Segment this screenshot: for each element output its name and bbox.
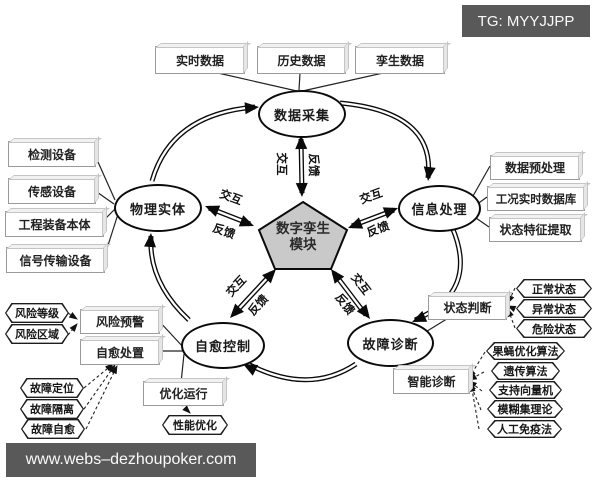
box-realtime-data: 实时数据 (155, 46, 245, 74)
hex-risk-level-label: 风险等级 (15, 308, 59, 320)
box-history-data-label: 历史数据 (277, 53, 326, 68)
hex-normal-state: 正常状态 (516, 279, 592, 298)
hex-performance-optimization: 性能优化 (162, 415, 228, 435)
hex-abnormal-state: 异常状态 (516, 299, 592, 318)
box-detection-equipment-label: 检测设备 (27, 147, 76, 162)
site-url: www.webs–dezhoupoker.com (6, 443, 256, 477)
box-sensing-equipment-label: 传感设备 (27, 184, 76, 199)
pentagon-label: 数字孪生 模块 (265, 221, 341, 253)
box-self-healing-disposal: 自愈处置 (80, 339, 160, 365)
box-state-feature-extraction-label: 状态特征提取 (499, 223, 572, 237)
hex-fruit-fly-optimization-algorithm-label: 果蝇优化算法 (492, 346, 559, 358)
box-realtime-condition-database-label: 工况实时数据库 (495, 193, 577, 206)
box-intelligent-diagnosis-label: 智能诊断 (407, 374, 456, 389)
hex-fuzzy-set-theory: 模糊集理论 (487, 400, 563, 418)
pentagon-label-line1: 数字孪生 (276, 221, 330, 236)
box-optimized-operation: 优化运行 (143, 381, 224, 406)
pentagon-label-line2: 模块 (289, 237, 317, 252)
node-info-processing: 信息处理 (398, 185, 481, 232)
hex-fault-isolation-label: 故障隔离 (30, 404, 74, 416)
box-history-data: 历史数据 (257, 46, 346, 74)
hex-support-vector-machine-label: 支持向量机 (498, 385, 553, 397)
hex-performance-optimization-label: 性能优化 (173, 420, 217, 432)
box-engineering-equipment-body: 工程装备本体 (5, 211, 104, 237)
digital-twin-pentagon (257, 200, 349, 270)
hex-artificial-immune-method: 人工免疫法 (487, 420, 562, 438)
hex-genetic-algorithm-label: 遗传算法 (503, 366, 548, 378)
box-data-preprocessing: 数据预处理 (490, 155, 580, 180)
node-self-healing-control: 自愈控制 (181, 322, 265, 369)
node-physical-entity: 物理实体 (114, 184, 202, 232)
hex-fault-location-label: 故障定位 (30, 383, 74, 395)
hex-support-vector-machine: 支持向量机 (489, 381, 562, 399)
hex-risk-level: 风险等级 (5, 303, 69, 323)
box-state-judgment: 状态判断 (428, 295, 507, 320)
hex-dangerous-state-label: 危险状态 (532, 323, 576, 336)
hex-genetic-algorithm: 遗传算法 (491, 362, 560, 380)
hex-risk-area-label: 风险区域 (15, 329, 59, 341)
edge-label-feedback-top: 反馈 (307, 153, 319, 177)
box-self-healing-disposal-label: 自愈处置 (95, 345, 144, 360)
box-data-preprocessing-label: 数据预处理 (504, 161, 565, 175)
hex-fault-self-healing-label: 故障自愈 (31, 424, 75, 436)
node-data-collection: 数据采集 (258, 90, 346, 138)
hex-fault-isolation: 故障隔离 (20, 399, 84, 419)
box-state-judgment-label: 状态判断 (443, 301, 492, 315)
hex-abnormal-state-label: 异常状态 (532, 303, 576, 316)
box-realtime-condition-database: 工况实时数据库 (487, 186, 585, 211)
box-risk-warning-label: 风险预警 (95, 315, 144, 329)
box-sensing-equipment: 传感设备 (8, 178, 96, 204)
box-engineering-equipment-body-label: 工程装备本体 (18, 217, 91, 232)
hex-artificial-immune-method-label: 人工免疫法 (497, 424, 552, 436)
box-intelligent-diagnosis: 智能诊断 (393, 368, 470, 394)
hex-risk-area: 风险区域 (5, 324, 69, 344)
box-risk-warning: 风险预警 (80, 309, 160, 334)
box-realtime-data-label: 实时数据 (175, 53, 224, 68)
box-optimized-operation-label: 优化运行 (159, 387, 208, 401)
hex-fruit-fly-optimization-algorithm: 果蝇优化算法 (486, 342, 565, 360)
hex-fuzzy-set-theory-label: 模糊集理论 (497, 404, 553, 416)
box-twin-data: 孪生数据 (355, 46, 445, 74)
arrowheads (144, 102, 436, 376)
edge-label-interact-top: 交互 (275, 152, 287, 176)
node-fault-diagnosis: 故障诊断 (347, 319, 434, 367)
hex-normal-state-label: 正常状态 (532, 283, 576, 296)
box-state-feature-extraction: 状态特征提取 (489, 217, 582, 242)
hex-fault-self-healing: 故障自愈 (21, 419, 85, 439)
box-signal-transmission-equipment-label: 信号传输设备 (19, 253, 92, 268)
box-detection-equipment: 检测设备 (8, 141, 96, 167)
box-signal-transmission-equipment: 信号传输设备 (6, 247, 105, 273)
box-twin-data-label: 孪生数据 (375, 53, 424, 68)
hex-dangerous-state: 危险状态 (516, 319, 592, 338)
hex-fault-location: 故障定位 (20, 378, 84, 398)
tg-badge: TG: MYYJJPP (462, 5, 590, 37)
